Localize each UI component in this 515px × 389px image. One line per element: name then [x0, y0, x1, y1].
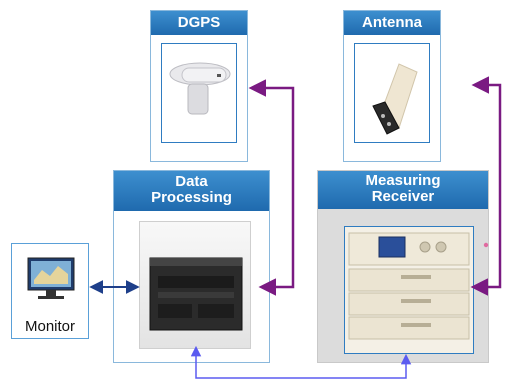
- monitor-label: Monitor: [24, 318, 76, 335]
- server-chassis-icon: [149, 257, 243, 331]
- measuring-receiver-image-frame: [344, 226, 474, 354]
- link-antenna-measuring-receiver: [470, 76, 502, 296]
- data-processing-image-frame: [139, 221, 251, 349]
- antenna-image-frame: [354, 43, 430, 143]
- rack-receiver-icon: [348, 232, 470, 340]
- gps-receiver-icon: [169, 62, 231, 115]
- antenna-node: Antenna: [343, 10, 441, 162]
- dgps-image-frame: [161, 43, 237, 143]
- monitor-node: Monitor: [11, 243, 89, 339]
- measuring-receiver-title-line2: Receiver: [371, 187, 435, 205]
- antenna-title: Antenna: [362, 14, 422, 32]
- dgps-node: DGPS: [150, 10, 248, 162]
- data-processing-title-line2: Processing: [151, 188, 232, 206]
- dgps-header: DGPS: [151, 11, 247, 35]
- measuring-receiver-node: Measuring Receiver: [317, 170, 489, 363]
- pink-dot: [483, 242, 489, 248]
- data-processing-title-line1: Data: [175, 173, 208, 190]
- measuring-receiver-header: Measuring Receiver: [318, 171, 488, 209]
- monitor-icon: [27, 257, 75, 299]
- data-processing-header: Data Processing: [114, 171, 269, 211]
- measuring-receiver-title-line1: Measuring: [365, 172, 441, 189]
- link-dgps-data-processing: [248, 79, 295, 296]
- antenna-header: Antenna: [344, 11, 440, 35]
- dgps-title: DGPS: [177, 14, 221, 32]
- antenna-icon: [372, 63, 418, 135]
- link-data-processing-measuring-receiver: [190, 345, 412, 379]
